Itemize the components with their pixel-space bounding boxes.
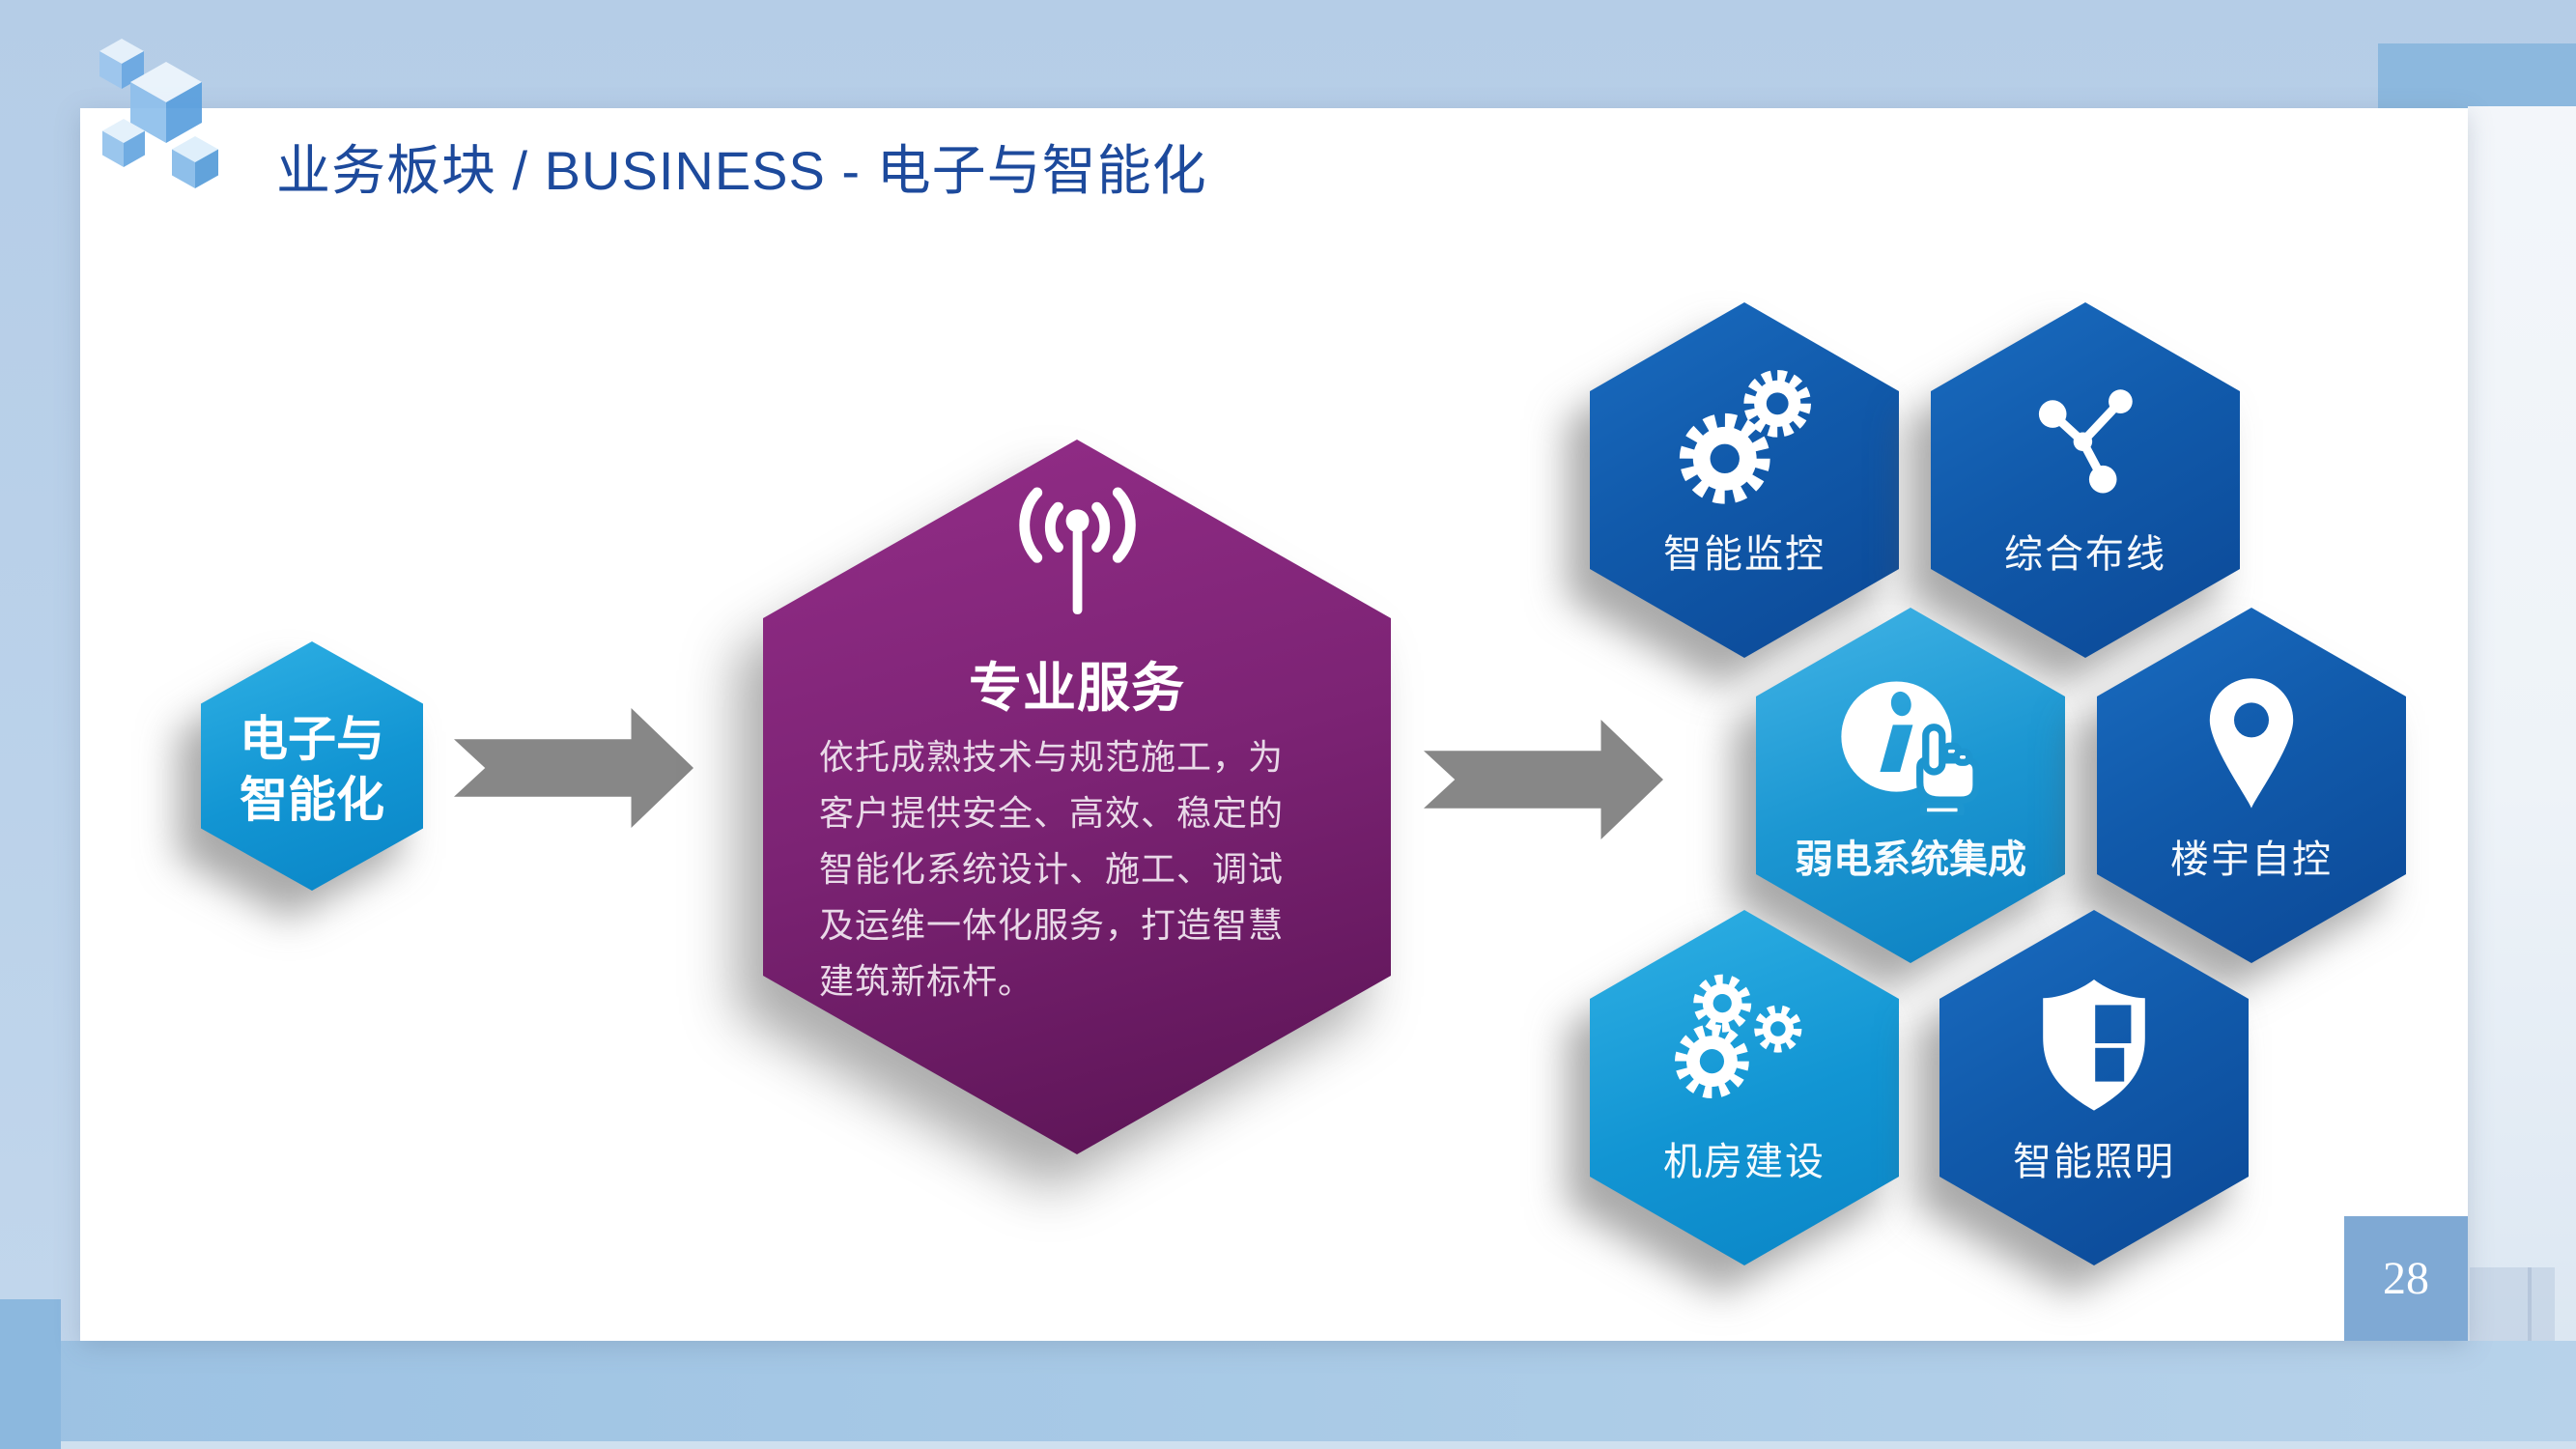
service-hexagon-shape: 机房建设 [1590,910,1899,1265]
background-column-right [2468,106,2576,1341]
page-title: 业务板块 / BUSINESS - 电子与智能化 [276,140,1207,201]
service-hexagon-building-automation: 楼宇自控 [2097,608,2406,963]
service-label: 综合布线 [2004,533,2166,577]
hero-hexagon: 专业服务 依托成熟技术与规范施工，为 客户提供安全、高效、稳定的 智能化系统设计… [763,440,1391,1154]
page-number: 28 [2383,1253,2429,1304]
background-block-bottom-left [0,1299,61,1449]
hero-body: 依托成熟技术与规范施工，为 客户提供安全、高效、稳定的 智能化系统设计、施工、调… [819,737,1285,1001]
service-label: 弱电系统集成 [1795,838,2026,882]
source-label: 电子与 智能化 [240,711,384,827]
source-hexagon: 电子与 智能化 [201,641,423,891]
background-strip-bottom [0,1441,2576,1449]
service-label: 机房建设 [1663,1141,1826,1184]
gears-icon [1679,369,1812,504]
service-hexagon-lighting: 智能照明 [1939,910,2249,1265]
broadcast-antenna-icon [1019,487,1136,614]
hero-hexagon-shape: 专业服务 依托成熟技术与规范施工，为 客户提供安全、高效、稳定的 智能化系统设计… [763,440,1391,1154]
background-building-silhouette [2470,1267,2555,1341]
service-label: 智能照明 [2013,1141,2175,1184]
shield-icon [2043,980,2145,1111]
background-band-bottom [0,1341,2576,1449]
service-hexagon-shape: 综合布线 [1931,302,2240,658]
service-hexagon-cabling: 综合布线 [1931,302,2240,658]
page-number-badge: 28 [2344,1216,2468,1341]
service-label: 楼宇自控 [2170,838,2333,882]
background-building-edge [2528,1267,2532,1341]
service-hexagon-monitoring: 智能监控 [1590,302,1899,658]
network-nodes-icon [2038,388,2133,494]
service-label: 智能监控 [1663,533,1826,577]
map-pin-icon [2209,678,2294,809]
service-hexagon-shape: 智能照明 [1939,910,2249,1265]
service-hexagon-server-room: 机房建设 [1590,910,1899,1265]
hero-heading: 专业服务 [968,658,1185,718]
cube-logo [99,39,218,188]
source-hexagon-shape: 电子与 智能化 [201,641,423,891]
three-gears-icon [1675,974,1802,1098]
service-hexagon-elv-integration: 弱电系统集成 [1756,608,2065,963]
info-hand-icon [1841,681,1980,815]
service-hexagon-shape: 智能监控 [1590,302,1899,658]
